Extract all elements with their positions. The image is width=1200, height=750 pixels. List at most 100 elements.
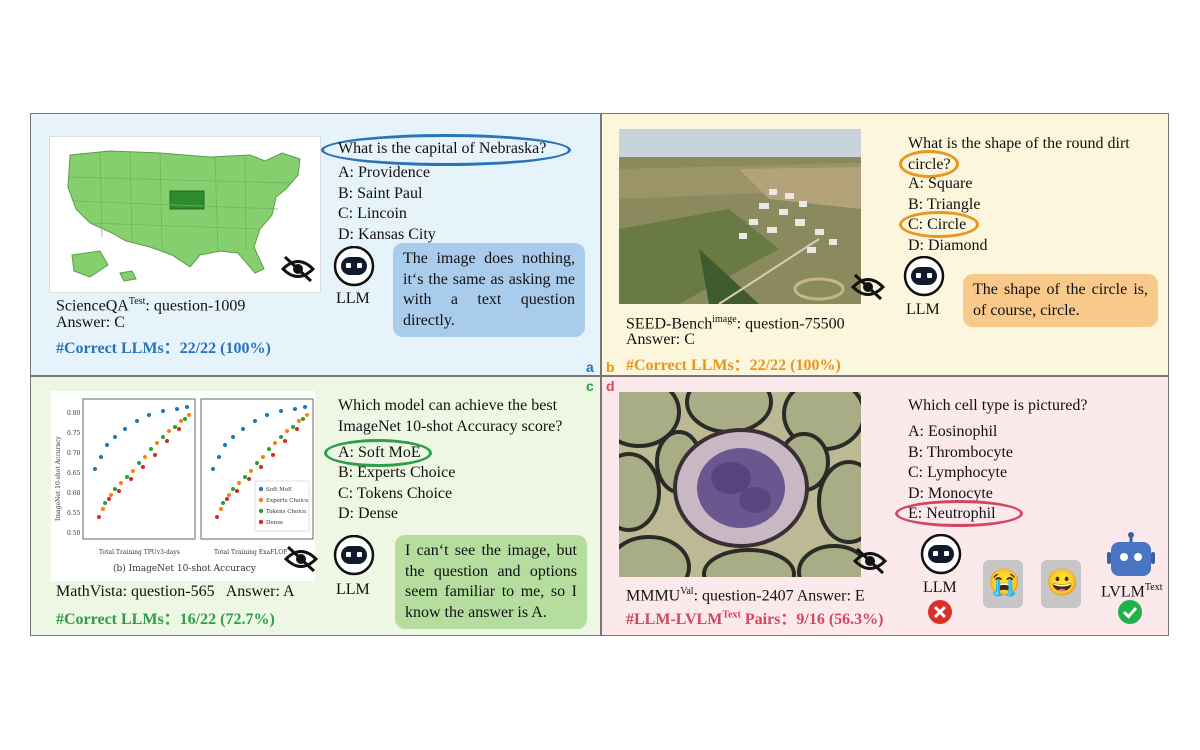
- scatter-point: [235, 489, 239, 493]
- scatter-point: [153, 453, 157, 457]
- panel-tag-a: a: [586, 359, 594, 375]
- scatter-point: [223, 443, 227, 447]
- chart-ytick-1: 0.75: [67, 430, 81, 437]
- scatter-point: [131, 469, 135, 473]
- speech-bubble: The shape of the circle is, of course, c…: [963, 274, 1158, 327]
- chart-legend-2: Tokens Choice: [266, 509, 306, 515]
- agent-llm-label: LLM: [923, 579, 957, 596]
- scatter-point: [231, 487, 235, 491]
- scatter-point: [123, 427, 127, 431]
- scatter-point: [173, 425, 177, 429]
- source-rest: : question-2407 Answer: E: [693, 587, 865, 605]
- question-text: Which model can achieve the best ImageNe…: [338, 397, 563, 435]
- scatter-point: [279, 435, 283, 439]
- agent-lvlm-sup: Text: [1144, 582, 1163, 593]
- chart-ytick-6: 0.50: [67, 530, 81, 537]
- speech-bubble: The image does nothing, it‘s the same as…: [393, 243, 585, 337]
- aerial-photo: [619, 129, 861, 304]
- scatter-point: [293, 407, 297, 411]
- scatter-point: [137, 461, 141, 465]
- scatter-point: [185, 405, 189, 409]
- option-e: E: Neutrophil: [908, 505, 996, 522]
- eye-slash-icon: [850, 272, 886, 307]
- scatter-point: [97, 515, 101, 519]
- scatter-point: [175, 407, 179, 411]
- scatter-point: [113, 435, 117, 439]
- scatter-point: [135, 419, 139, 423]
- scatter-point: [187, 413, 191, 417]
- answer-highlight-oval: [324, 439, 432, 467]
- source-sup: Test: [128, 296, 146, 307]
- scatter-point: [161, 409, 165, 413]
- source-label: MMMUVal: question-2407 Answer: E: [626, 582, 865, 607]
- scatter-point: [215, 515, 219, 519]
- robot-icon: [332, 245, 376, 293]
- option-d: D: Dense: [338, 505, 398, 522]
- option-c: C: Lincoin: [338, 205, 407, 222]
- question-text: Which cell type is pictured?: [908, 397, 1088, 414]
- scatter-point: [117, 489, 121, 493]
- scatter-point: [297, 419, 301, 423]
- scatter-point: [149, 447, 153, 451]
- scatter-point: [161, 435, 165, 439]
- option-b: B: Saint Paul: [338, 185, 423, 202]
- scatter-point: [253, 419, 257, 423]
- scatter-point: [265, 413, 269, 417]
- option-a: A: Square: [908, 175, 973, 192]
- sad-bubble: [983, 560, 1023, 608]
- answer-highlight-oval: [895, 500, 1023, 527]
- figure: What is the capital of Nebraska? A: Prov…: [30, 113, 1169, 636]
- scatter-point: [227, 493, 231, 497]
- scatter-point: [243, 475, 247, 479]
- option-b: B: Triangle: [908, 196, 981, 213]
- scatter-point: [219, 507, 223, 511]
- scatter-point: [301, 417, 305, 421]
- scatter-point: [295, 427, 299, 431]
- panel-tag-c: c: [586, 378, 594, 394]
- answer-label: Answer: C: [626, 331, 695, 348]
- chart-image: 0.80 0.75 0.70 0.65 0.60 0.55 0.50 Image…: [51, 391, 315, 581]
- question-text: What is the capital of Nebraska?: [338, 140, 547, 157]
- scatter-point: [179, 419, 183, 423]
- panel-divider-vertical: [600, 114, 602, 635]
- scatter-point: [99, 455, 103, 459]
- scatter-point: [249, 469, 253, 473]
- scatter-point: [155, 441, 159, 445]
- scatter-point: [129, 477, 133, 481]
- source-label: MathVista: question-565 Answer: A: [56, 583, 295, 600]
- scatter-point: [177, 427, 181, 431]
- scatter-point: [247, 477, 251, 481]
- scatter-point: [237, 481, 241, 485]
- scatter-point: [241, 427, 245, 431]
- scatter-point: [103, 501, 107, 505]
- agent-label: LLM: [336, 290, 370, 307]
- option-c: C: Tokens Choice: [338, 485, 453, 502]
- scatter-point: [105, 443, 109, 447]
- source-label: SEED-Benchimage: question-75500: [626, 310, 845, 335]
- scatter-point: [183, 417, 187, 421]
- eye-slash-icon: [852, 546, 888, 581]
- scatter-point: [271, 453, 275, 457]
- option-c: C: Circle: [908, 216, 967, 233]
- source-name: MMMU: [626, 587, 681, 605]
- crying-face-icon: 😭: [988, 568, 1021, 597]
- scatter-point: [107, 497, 111, 501]
- agent-lvlm-name: LVLM: [1101, 583, 1145, 601]
- scatter-point: [113, 487, 117, 491]
- correct-count: #Correct LLMs：16/22 (72.7%): [56, 611, 275, 628]
- scatter-point: [109, 493, 113, 497]
- correct-check-icon: [1117, 599, 1143, 630]
- chart-ylabel: ImageNet 10-shot Accuracy: [55, 436, 62, 521]
- wrong-x-icon: [927, 599, 953, 630]
- chart-legend-0: Soft MoE: [266, 487, 292, 493]
- scatter-point: [305, 413, 309, 417]
- us-map-image: [49, 136, 321, 293]
- happy-bubble: [1041, 560, 1081, 608]
- source-name: ScienceQA: [56, 297, 129, 315]
- pairs-sup: Text: [722, 609, 741, 621]
- panel-tag-b: b: [606, 359, 615, 375]
- scatter-point: [221, 501, 225, 505]
- robot-icon: [919, 533, 963, 581]
- correct-count: #Correct LLMs：22/22 (100%): [56, 340, 271, 357]
- lvlm-robot-icon: [1106, 532, 1156, 585]
